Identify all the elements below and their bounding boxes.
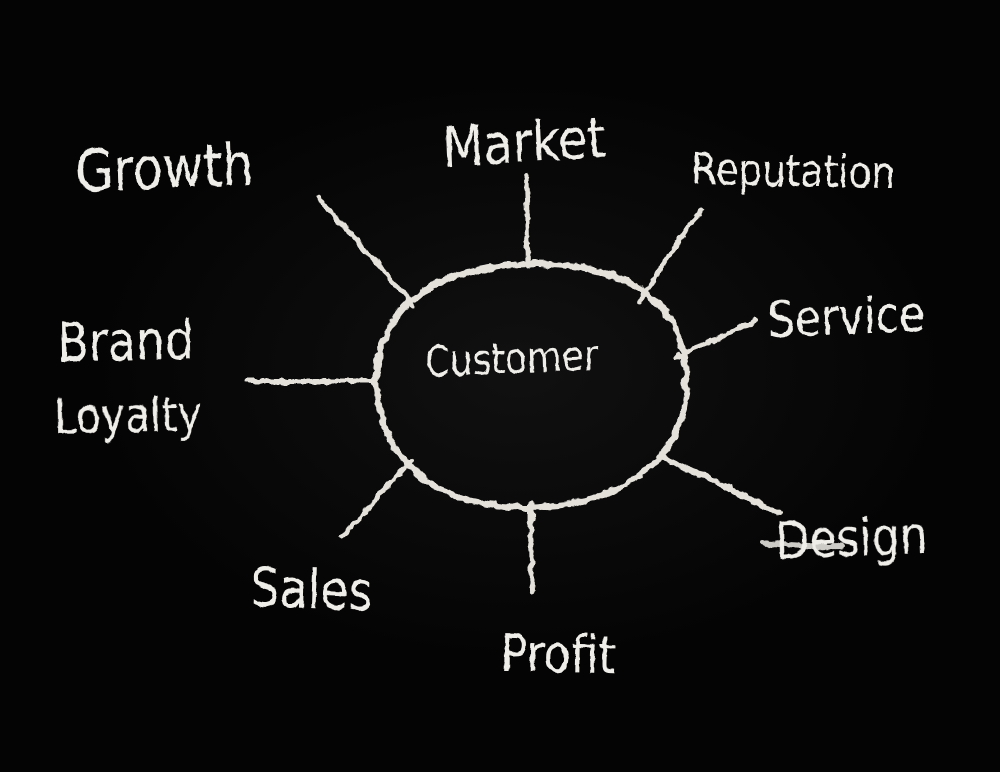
spoke-sales	[340, 458, 413, 540]
center-node-label: Customer	[424, 332, 600, 388]
chalk-strokes-group	[243, 173, 845, 594]
spoke-growth	[315, 195, 417, 309]
spoke-design	[658, 453, 782, 516]
design-underline-stroke	[759, 540, 845, 550]
node-label-growth: Growth	[74, 130, 254, 205]
node-label-sales: Sales	[250, 555, 374, 624]
node-label-loyalty: Loyalty	[54, 386, 202, 445]
center-node-ellipse	[372, 260, 690, 511]
chalk-labels-group: Customer Growth Market Reputation Servic…	[54, 106, 929, 686]
spoke-reputation	[637, 206, 704, 304]
node-label-design: Design	[774, 505, 928, 572]
node-label-market: Market	[441, 106, 607, 181]
node-label-reputation: Reputation	[691, 143, 896, 199]
node-label-service: Service	[767, 284, 926, 349]
spoke-service	[673, 317, 759, 360]
spoke-market	[523, 173, 531, 269]
spoke-profit	[528, 500, 535, 594]
node-label-profit: Profit	[500, 623, 616, 686]
node-label-brand: Brand	[57, 308, 195, 374]
